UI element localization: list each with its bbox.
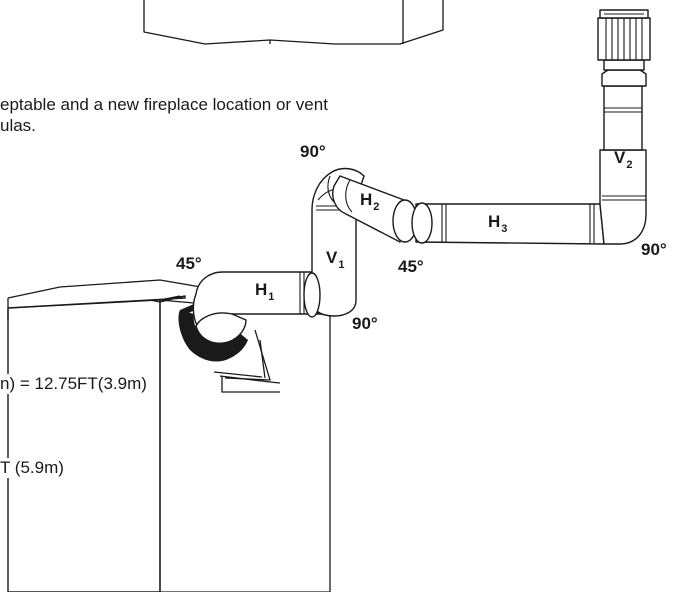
pipe-v2 (599, 85, 647, 245)
angle-label-mid: 45° (398, 257, 424, 276)
body-text-line-2: ulas. (0, 116, 36, 135)
measurement-lower: T (5.9m) (0, 458, 66, 478)
measurement-upper: n) = 12.75FT(3.9m) (0, 374, 149, 394)
pipe-h1 (192, 271, 319, 344)
pipe-h3 (411, 202, 605, 245)
fireplace-unit (7, 279, 331, 592)
measurement-leader (221, 376, 280, 393)
pipe-label-h2: H2 (360, 190, 380, 213)
pipe-label-h1: H1 (255, 280, 275, 303)
angle-label-right: 90° (641, 240, 667, 259)
top-box-illustration (143, 0, 444, 45)
pipe-label-v2: V2 (614, 148, 633, 171)
pipe-h2 (332, 175, 418, 243)
pipe-label-v1: V1 (326, 248, 345, 271)
termination-cap (597, 9, 651, 87)
angle-label-top: 90° (300, 142, 326, 161)
pipe-label-h3: H3 (488, 212, 508, 235)
body-text-line-1: eptable and a new fireplace location or … (0, 95, 328, 114)
angle-label-left: 45° (176, 254, 202, 273)
angle-label-bottom: 90° (352, 314, 378, 333)
